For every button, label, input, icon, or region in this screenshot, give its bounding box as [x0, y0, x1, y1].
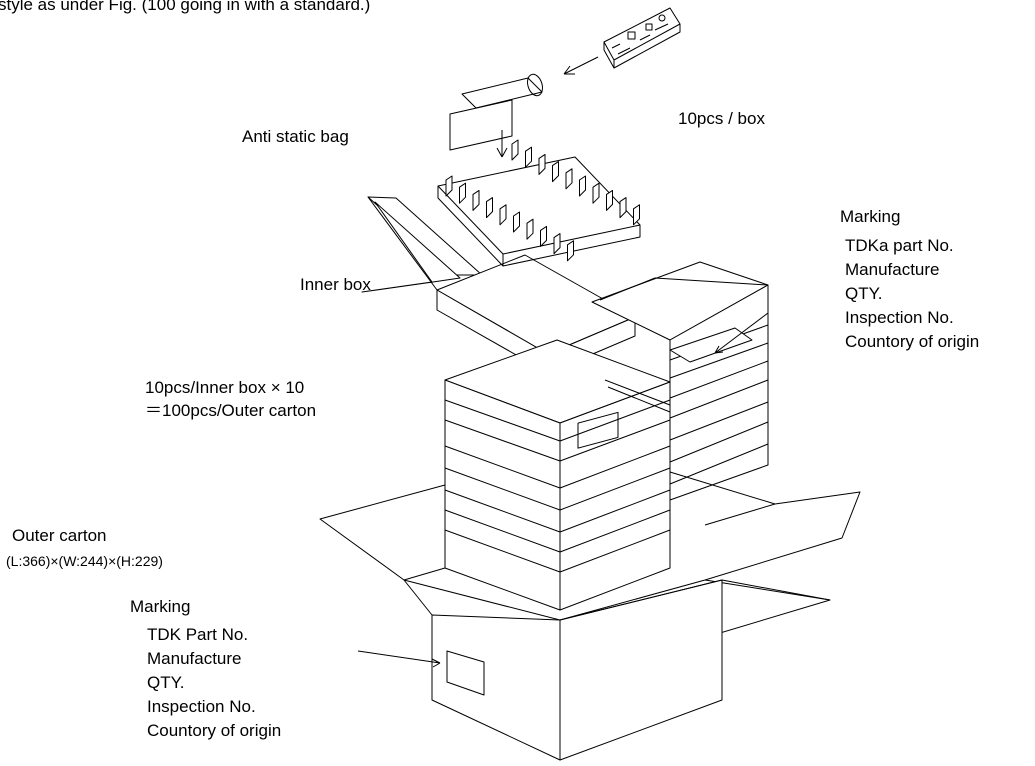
stacked-inner-boxes	[444, 261, 769, 611]
divider-fin	[579, 175, 586, 197]
divider-fin	[540, 225, 547, 247]
label-inner-count-1: 10pcs/Inner box × 10	[145, 378, 305, 397]
divider-fin	[459, 182, 466, 204]
divider-fin	[526, 218, 534, 240]
divider-fin	[567, 240, 574, 262]
inner-marking-line: Countory of origin	[845, 332, 980, 351]
divider-fin	[592, 182, 600, 204]
divider-fin	[486, 197, 493, 219]
outer-carton-drawing	[319, 471, 861, 761]
divider-fin	[511, 139, 519, 161]
outer-marking-line: Countory of origin	[147, 721, 282, 740]
inner-marking-leader	[714, 312, 769, 354]
label-inner-count-2: ＝100pcs/Outer carton	[145, 401, 317, 420]
outer-marking-line: QTY.	[147, 673, 185, 692]
inner-marking-title: Marking	[840, 207, 901, 226]
header-note: style as under Fig. (100 going in with a…	[0, 0, 371, 14]
divider-fin	[445, 175, 453, 197]
label-inner-box: Inner box	[300, 275, 371, 294]
divider-fin	[513, 211, 520, 233]
divider-fin	[525, 146, 532, 168]
inner-marking-line: Manufacture	[845, 260, 940, 279]
divider-fin	[552, 161, 559, 183]
divider-fin	[553, 233, 561, 255]
divider-fin	[472, 189, 480, 211]
label-outer-carton: Outer carton	[12, 526, 107, 545]
partition-dividers	[437, 139, 641, 267]
bag-flat	[449, 99, 513, 151]
inner-marking-line: TDKa part No.	[845, 236, 954, 255]
inner-box-drawing	[361, 196, 636, 374]
outer-marking-title: Marking	[130, 597, 191, 616]
outer-marking-line: TDK Part No.	[147, 625, 249, 644]
down-arrow	[496, 130, 508, 158]
divider-fin	[619, 197, 627, 219]
divider-fin	[565, 168, 573, 190]
inner-marking-line: Inspection No.	[845, 308, 954, 327]
divider-fin	[606, 189, 613, 211]
divider-fin	[633, 204, 640, 226]
outer-marking-line: Manufacture	[147, 649, 242, 668]
inner-marking-line: QTY.	[845, 284, 883, 303]
outer-marking-leader	[357, 650, 441, 668]
outer-marking-line: Inspection No.	[147, 697, 256, 716]
label-outer-dimensions: (L:366)×(W:244)×(H:229)	[6, 553, 163, 569]
bag-tube	[461, 73, 543, 109]
divider-fin	[499, 204, 507, 226]
insert-arrow	[563, 56, 599, 75]
pcb-module	[603, 7, 681, 69]
label-anti-static-bag: Anti static bag	[242, 127, 349, 146]
divider-fin	[538, 153, 546, 175]
label-pcs-per-box: 10pcs / box	[678, 109, 765, 128]
